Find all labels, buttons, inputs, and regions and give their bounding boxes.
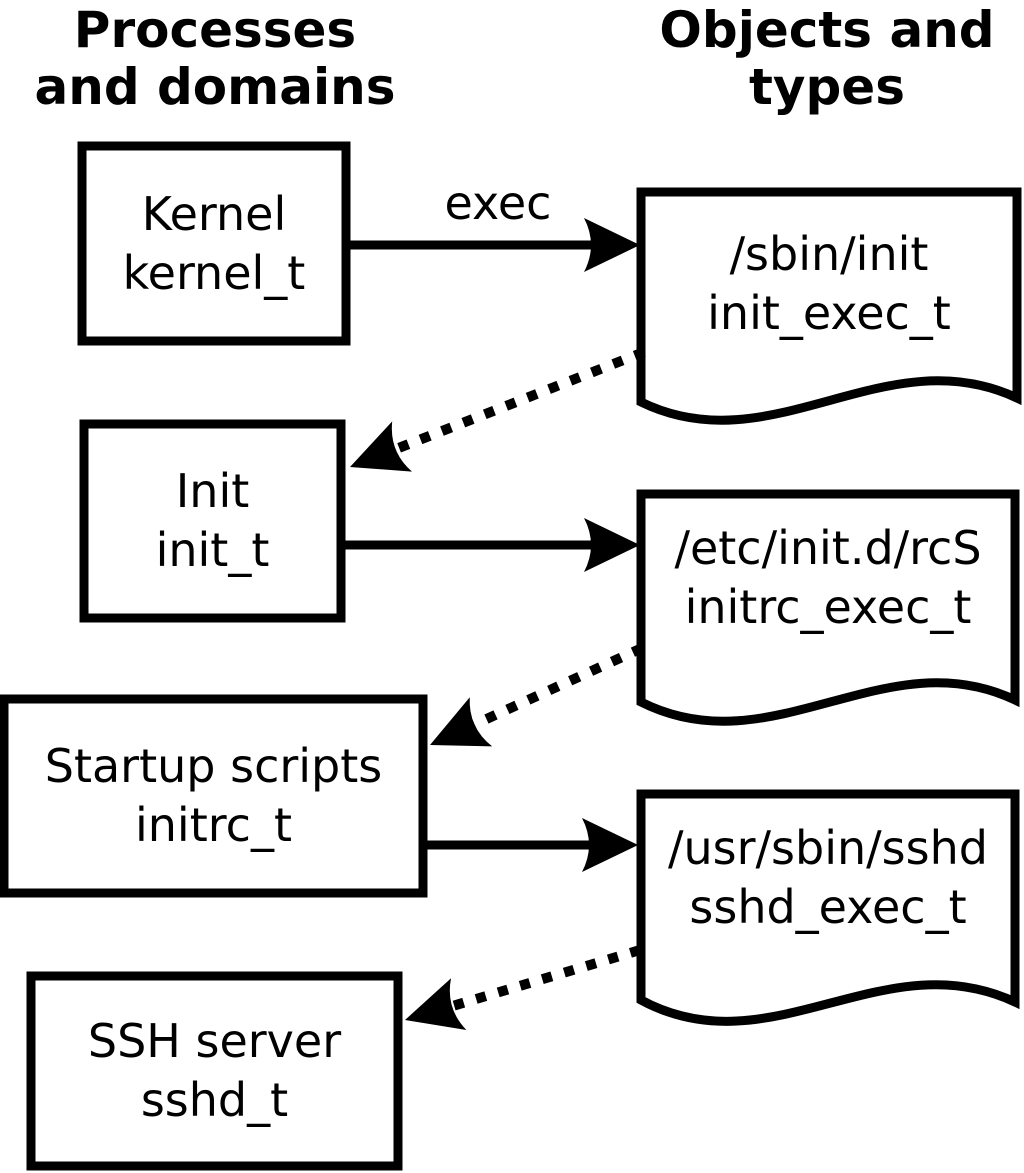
object-file-type: sshd_exec_t [689,879,967,934]
process-box-startup-scripts [0,694,428,898]
exec-arrow-startup-to-usr-sbin-sshd [427,818,638,872]
object-label-etc-initd-rcs: /etc/init.d/rcS initrc_exec_t [641,490,1015,703]
process-box-init [79,419,346,623]
transition-arrow-etc-initd-rcs-to-startup [430,643,645,747]
object-document-usr-sbin-sshd [636,789,1020,1026]
process-label-kernel: Kernel kernel_t [78,142,350,345]
process-name: Kernel [141,186,287,241]
right-column-heading-line1: Objects and [659,1,995,59]
process-domain-type: init_t [155,523,270,577]
process-label-init: Init init_t [80,420,345,622]
object-path: /usr/sbin/sshd [668,820,988,875]
object-label-usr-sbin-sshd: /usr/sbin/sshd sshd_exec_t [641,790,1015,1003]
object-path: /etc/init.d/rcS [674,520,982,575]
transition-arrow-sbin-init-to-init [350,347,646,472]
process-domain-type: initrc_t [135,798,292,852]
left-column-heading: Processes and domains [0,2,430,116]
process-label-ssh-server: SSH server sshd_t [27,972,402,1170]
left-column-heading-line2: and domains [34,58,396,116]
right-column-heading-line2: types [749,58,905,116]
process-name: Init [175,464,250,518]
exec-arrow-init-to-etc-initd-rcs [345,518,640,572]
exec-arrow-kernel-to-sbin-init [350,218,640,272]
object-file-type: initrc_exec_t [684,579,972,634]
object-label-sbin-init: /sbin/init init_exec_t [641,188,1017,402]
object-document-etc-initd-rcs [636,489,1020,726]
process-name: Startup scripts [44,739,383,793]
object-path: /sbin/init [729,227,929,281]
left-column-heading-line1: Processes [73,1,357,59]
transition-arrow-usr-sbin-sshd-to-ssh-server [405,945,642,1030]
right-column-heading: Objects and types [624,2,1024,116]
process-domain-type: sshd_t [140,1073,289,1127]
process-label-startup-scripts: Startup scripts initrc_t [0,695,427,897]
object-document-sbin-init [636,187,1022,425]
object-file-type: init_exec_t [707,286,951,340]
process-domain-type: kernel_t [122,245,306,300]
process-box-kernel [77,141,351,346]
process-box-ssh-server [26,971,403,1171]
process-name: SSH server [87,1014,342,1068]
exec-arrow-label: exec [444,176,552,230]
